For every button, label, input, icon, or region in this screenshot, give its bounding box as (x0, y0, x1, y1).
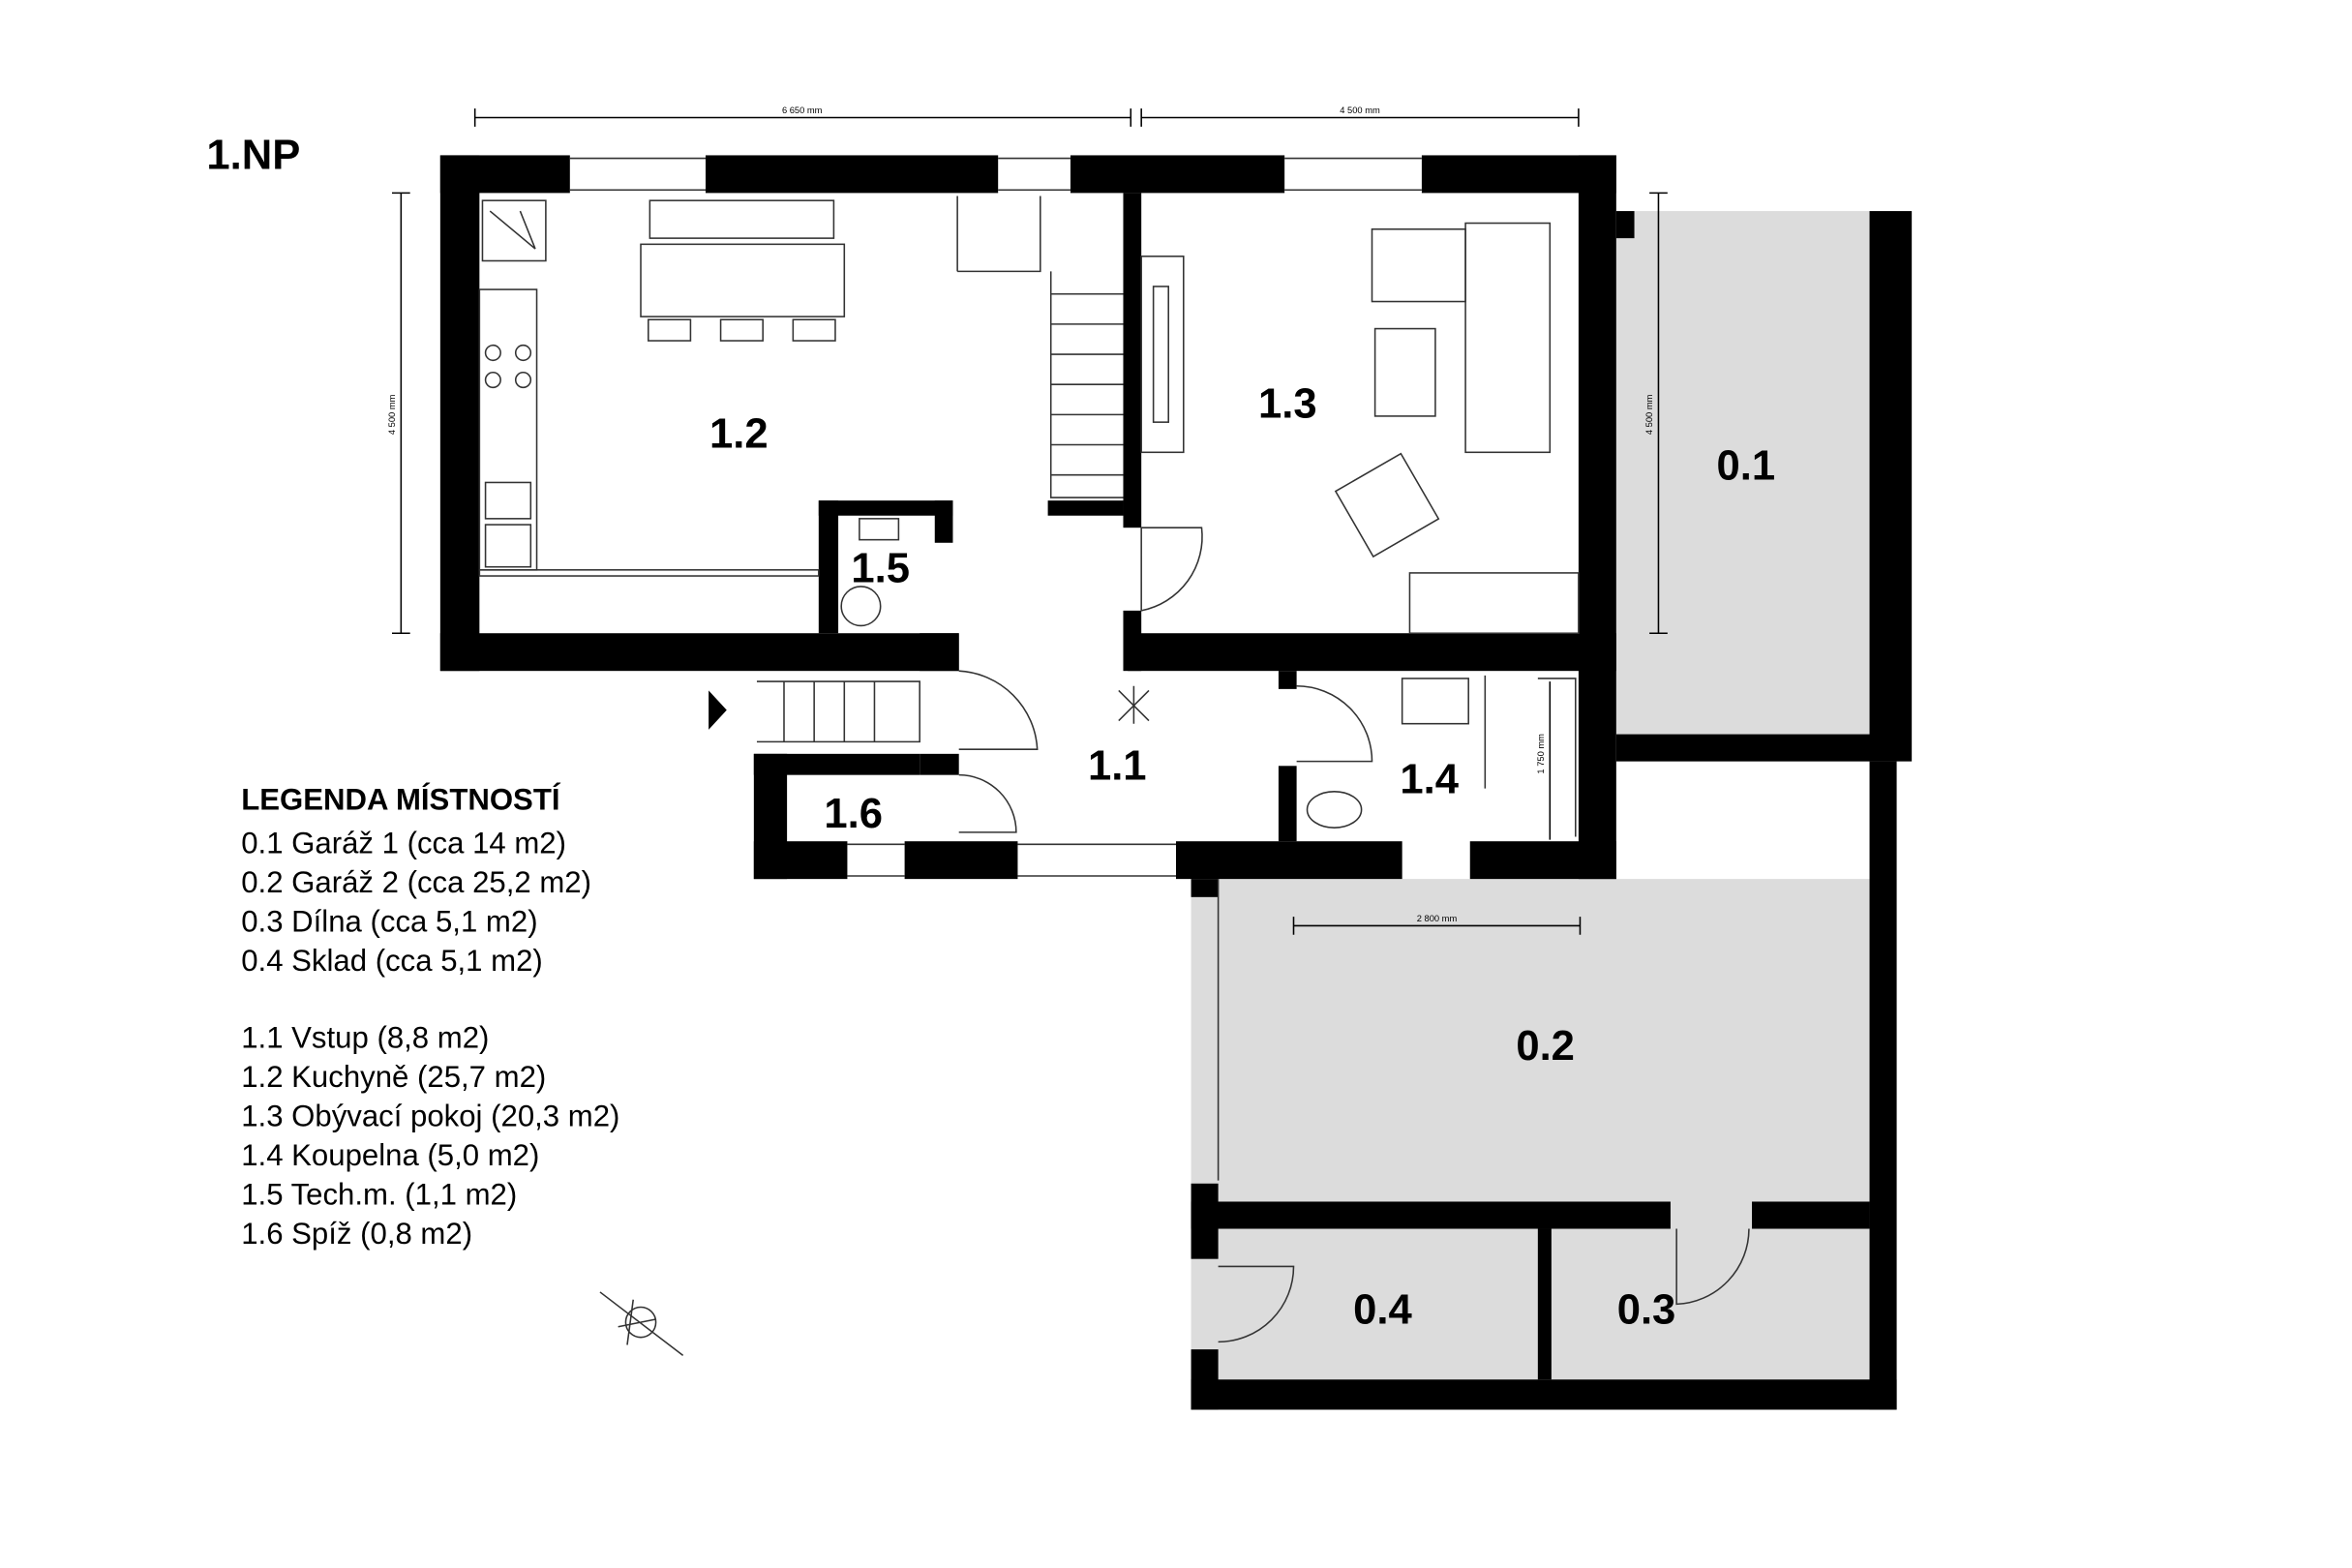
north-arrow-icon (599, 1291, 684, 1356)
room-label-1-6: 1.6 (824, 791, 883, 837)
room-legend: LEGENDA MÍSTNOSTÍ 0.1 Garáž 1 (cca 14 m2… (241, 782, 619, 1251)
legend-title: LEGENDA MÍSTNOSTÍ (241, 782, 561, 816)
legend-item: 1.5 Tech.m. (1,1 m2) (241, 1178, 517, 1212)
dim-bathroom: 1 750 mm (1536, 734, 1546, 774)
legend-item: 1.3 Obývací pokoj (20,3 m2) (241, 1100, 619, 1133)
room-label-0-3: 0.3 (1617, 1287, 1676, 1334)
room-label-0-4: 0.4 (1353, 1287, 1412, 1334)
dim-top-left: 6 650 mm (782, 106, 823, 115)
legend-item: 1.1 Vstup (8,8 m2) (241, 1021, 489, 1055)
room-label-0-2: 0.2 (1516, 1023, 1575, 1070)
garage-area (1191, 211, 1913, 1410)
legend-item: 0.1 Garáž 1 (cca 14 m2) (241, 827, 566, 860)
floor-title: 1.NP (206, 132, 300, 178)
furniture (478, 196, 1580, 1356)
room-label-1-3: 1.3 (1258, 380, 1317, 427)
dim-garage1: 4 500 mm (1644, 394, 1654, 435)
room-label-1-2: 1.2 (709, 411, 769, 458)
room-label-1-1: 1.1 (1088, 742, 1147, 789)
entrance-arrow (709, 690, 727, 730)
dim-garage2: 2 800 mm (1417, 914, 1458, 923)
dim-left: 4 500 mm (387, 394, 397, 435)
legend-item: 0.2 Garáž 2 (cca 25,2 m2) (241, 865, 591, 899)
room-label-1-5: 1.5 (851, 545, 910, 591)
dimensions (392, 108, 1668, 935)
legend-item: 0.4 Sklad (cca 5,1 m2) (241, 944, 543, 978)
room-label-0-1: 0.1 (1716, 442, 1775, 489)
legend-item: 1.6 Spíž (0,8 m2) (241, 1217, 472, 1251)
legend-item: 1.4 Koupelna (5,0 m2) (241, 1138, 539, 1172)
legend-item: 1.2 Kuchyně (25,7 m2) (241, 1060, 546, 1094)
legend-item: 0.3 Dílna (cca 5,1 m2) (241, 905, 537, 939)
walls (439, 155, 1616, 1181)
room-label-1-4: 1.4 (1400, 756, 1459, 802)
dim-top-right: 4 500 mm (1340, 106, 1380, 115)
